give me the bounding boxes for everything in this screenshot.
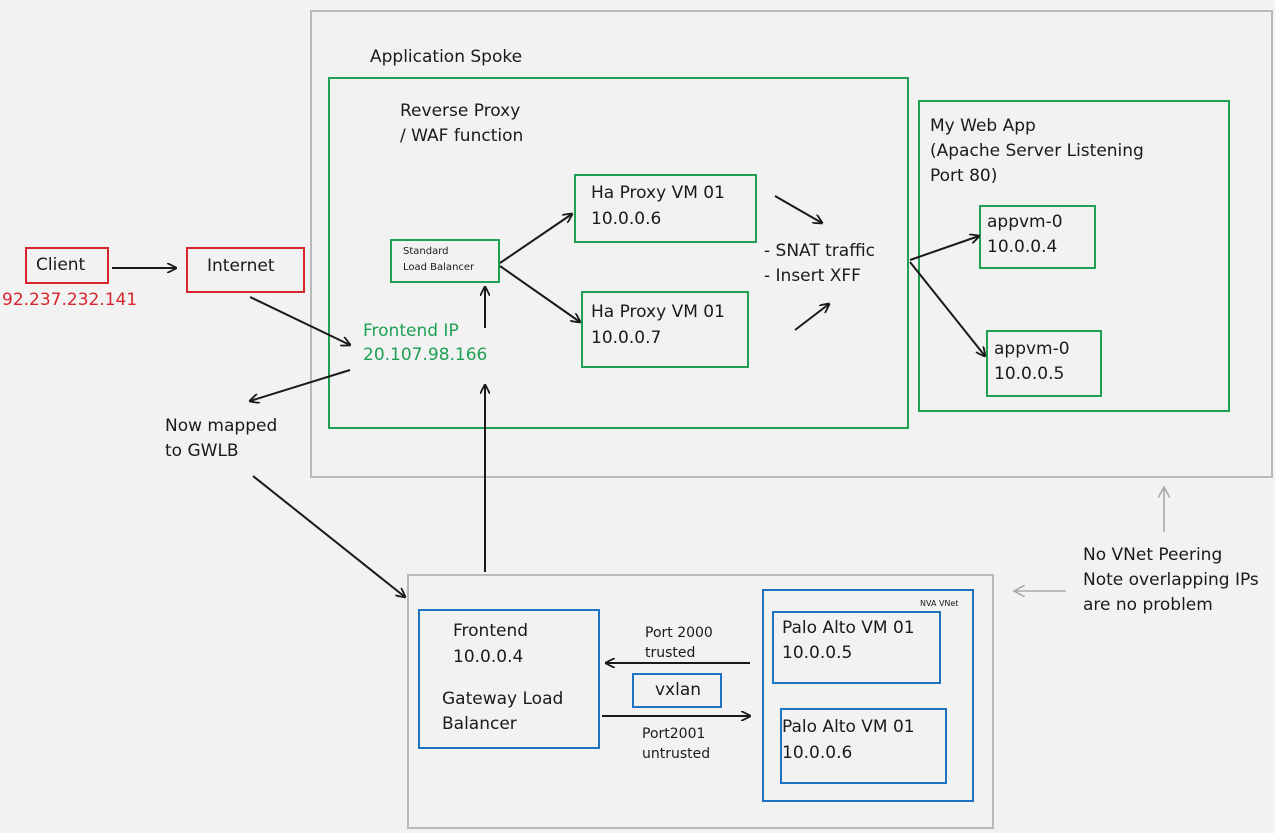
frontend-ip-label: Frontend IP [363,321,459,341]
web-app-title: My Web App (Apache Server Listening Port… [930,116,1144,186]
internet-box[interactable] [186,247,305,293]
haproxy-vm-1-ip: 10.0.0.6 [591,209,662,229]
palo-alto-vm-1-box[interactable] [772,611,941,684]
gwlb-frontend-ip: 10.0.0.4 [453,647,524,667]
client-box[interactable] [25,247,109,284]
standard-load-balancer-box[interactable] [390,239,500,283]
application-spoke-title: Application Spoke [370,47,523,67]
palo-alto-vm-2-name: Palo Alto VM 01 [782,717,915,737]
nva-vnet-label: NVA VNet [920,599,959,608]
application-spoke-container [310,10,1273,478]
vxlan-label: vxlan [655,680,702,700]
nva-vnet-container [762,589,974,802]
vxlan-box[interactable] [632,673,722,708]
gwlb-name: Gateway Load Balancer [442,689,564,734]
palo-alto-vm-2-box[interactable] [780,708,947,784]
reverse-proxy-container [328,77,909,429]
now-mapped-note: Now mapped to GWLB [165,416,278,461]
client-ip: 92.237.232.141 [2,290,138,310]
gwlb-vnet-container [407,574,994,829]
client-label: Client [36,255,86,275]
arrow-now-mapped-to-gwlb [252,475,405,597]
gwlb-frontend-label: Frontend [453,621,529,641]
vnet-peering-note: No VNet Peering Note overlapping IPs are… [1083,545,1259,615]
palo-alto-vm-1-name: Palo Alto VM 01 [782,618,915,638]
appvm-2-name: appvm-0 [994,339,1070,359]
haproxy-vm-2-ip: 10.0.0.7 [591,328,662,348]
haproxy-vm-2-box[interactable] [581,291,749,368]
reverse-proxy-title: Reverse Proxy / WAF function [400,101,524,146]
gateway-load-balancer-box[interactable] [418,609,600,749]
palo-alto-vm-1-ip: 10.0.0.5 [782,643,853,663]
palo-alto-vm-2-ip: 10.0.0.6 [782,743,853,763]
internet-label: Internet [207,256,275,276]
appvm-1-name: appvm-0 [987,212,1063,232]
port-trusted-label: Port 2000 trusted [645,625,713,661]
haproxy-vm-1-box[interactable] [574,174,757,243]
haproxy-vm-2-name: Ha Proxy VM 01 [591,302,725,322]
appvm-2-ip: 10.0.0.5 [994,364,1065,384]
standard-load-balancer-label: Standard Load Balancer [403,246,475,273]
frontend-ip-address: 20.107.98.166 [363,345,488,365]
appvm-1-ip: 10.0.0.4 [987,237,1058,257]
port-untrusted-label: Port2001 untrusted [642,726,711,762]
snat-xff-note: - SNAT traffic - Insert XFF [764,241,875,286]
appvm-2-box[interactable] [986,330,1102,397]
haproxy-vm-1-name: Ha Proxy VM 01 [591,183,725,203]
